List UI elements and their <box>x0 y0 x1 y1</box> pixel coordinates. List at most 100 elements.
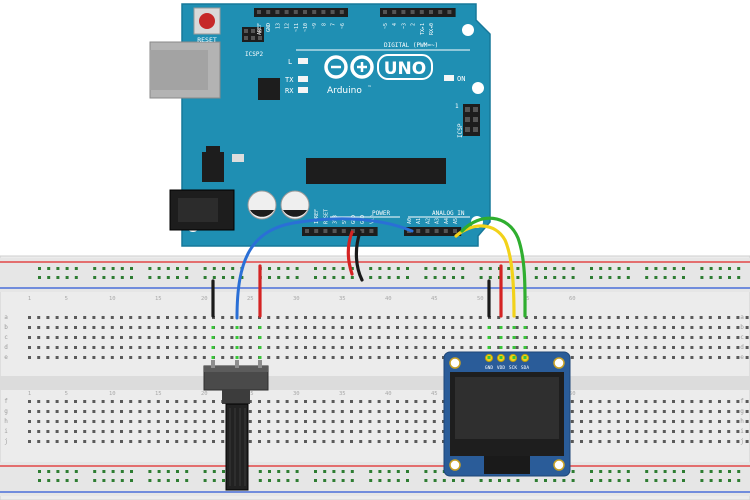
terminal-hole <box>110 316 114 319</box>
potentiometer-leg <box>235 360 239 368</box>
terminal-hole <box>727 356 731 359</box>
row-letter: e <box>4 354 8 361</box>
terminal-hole <box>396 356 399 359</box>
terminal-hole <box>331 430 335 433</box>
terminal-hole <box>543 336 547 339</box>
terminal-hole <box>699 326 703 329</box>
terminal-hole <box>340 346 344 349</box>
rail-hole <box>700 267 704 270</box>
breadboard-top-rail-area <box>0 258 750 292</box>
terminal-hole <box>83 400 87 403</box>
rail-hole <box>148 479 152 482</box>
terminal-hole <box>138 336 142 339</box>
terminal-hole <box>745 420 749 423</box>
pin-label: A0 <box>407 218 413 224</box>
header-pin <box>258 29 262 33</box>
terminal-hole <box>83 346 87 349</box>
terminal-hole <box>193 356 197 359</box>
terminal-hole <box>405 326 409 329</box>
terminal-hole <box>442 356 445 359</box>
arduino-brand: Arduino <box>327 86 362 96</box>
terminal-hole <box>662 430 666 433</box>
rail-hole <box>314 479 317 482</box>
terminal-hole <box>322 316 326 319</box>
terminal-hole <box>580 420 583 423</box>
terminal-hole <box>653 440 657 443</box>
terminal-hole <box>414 346 418 349</box>
terminal-hole <box>598 440 602 443</box>
terminal-hole <box>570 346 574 349</box>
rail-hole <box>672 479 676 482</box>
terminal-hole <box>359 420 363 423</box>
rail-hole <box>332 267 336 270</box>
rail-hole <box>709 267 713 270</box>
terminal-hole <box>644 410 648 413</box>
terminal-hole <box>294 430 298 433</box>
led-tx-label: TX <box>285 76 294 84</box>
terminal-hole <box>74 346 77 349</box>
terminal-hole <box>515 336 519 339</box>
active-contact <box>211 356 215 359</box>
terminal-hole <box>432 430 436 433</box>
terminal-hole <box>405 356 409 359</box>
header-pin <box>257 10 261 14</box>
terminal-hole <box>166 336 169 339</box>
terminal-hole <box>736 356 740 359</box>
terminal-hole <box>138 420 142 423</box>
terminal-hole <box>267 326 271 329</box>
rail-hole <box>268 276 271 279</box>
terminal-hole <box>662 316 666 319</box>
terminal-hole <box>672 440 675 443</box>
terminal-hole <box>377 316 381 319</box>
header-pin <box>453 229 457 233</box>
rail-hole <box>268 470 271 473</box>
terminal-hole <box>322 336 326 339</box>
terminal-hole <box>340 336 344 339</box>
rail-hole <box>617 267 621 270</box>
rail-hole <box>212 470 216 473</box>
terminal-hole <box>442 326 445 329</box>
terminal-hole <box>708 410 712 413</box>
icsp2-header <box>242 27 264 42</box>
rail-hole <box>277 267 281 270</box>
rail-hole <box>369 276 373 279</box>
terminal-hole <box>681 430 685 433</box>
rail-hole <box>314 470 317 473</box>
terminal-hole <box>570 336 574 339</box>
terminal-hole <box>120 410 123 413</box>
terminal-hole <box>202 420 206 423</box>
wire-green-oled-sda <box>460 216 527 318</box>
terminal-hole <box>405 346 409 349</box>
terminal-hole <box>193 440 197 443</box>
terminal-hole <box>248 326 252 329</box>
terminal-hole <box>285 356 289 359</box>
terminal-hole <box>239 346 243 349</box>
terminal-hole <box>598 410 602 413</box>
terminal-hole <box>616 400 620 403</box>
potentiometer-knob[interactable] <box>225 403 249 491</box>
terminal-hole <box>313 346 317 349</box>
active-contact <box>235 326 239 329</box>
column-number: 60 <box>569 296 576 302</box>
terminal-hole <box>239 316 243 319</box>
potentiometer[interactable] <box>203 365 269 491</box>
terminal-hole <box>202 430 206 433</box>
terminal-hole <box>589 356 593 359</box>
terminal-hole <box>561 346 565 349</box>
terminal-hole <box>414 430 418 433</box>
terminal-hole <box>350 356 353 359</box>
terminal-hole <box>74 326 77 329</box>
terminal-hole <box>184 346 188 349</box>
terminal-hole <box>423 440 427 443</box>
terminal-hole <box>626 316 629 319</box>
terminal-hole <box>653 326 657 329</box>
rail-hole <box>728 267 731 270</box>
header-pin <box>251 36 255 40</box>
terminal-hole <box>230 346 234 349</box>
reset-button-cap[interactable] <box>199 13 215 29</box>
terminal-hole <box>690 346 694 349</box>
header-pin <box>266 10 271 14</box>
terminal-hole <box>83 420 87 423</box>
terminal-hole <box>561 326 565 329</box>
terminal-hole <box>543 346 547 349</box>
